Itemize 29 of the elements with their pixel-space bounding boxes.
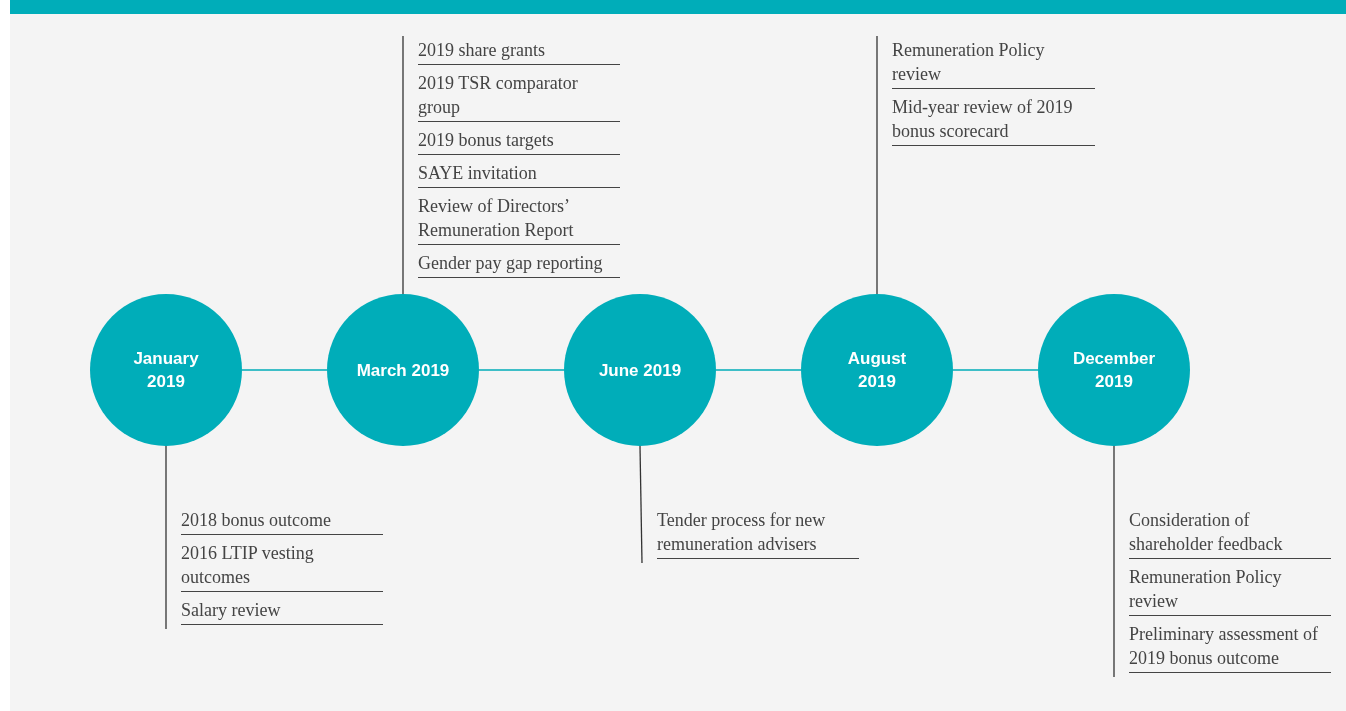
activity-item: Remuneration Policy review xyxy=(892,36,1095,89)
activity-item: SAYE invitation xyxy=(418,159,620,188)
activity-item: Salary review xyxy=(181,596,383,625)
timeline-line xyxy=(715,369,802,371)
timeline-line xyxy=(241,369,328,371)
activity-item: Consideration of shareholder feedback xyxy=(1129,506,1331,559)
connector-line xyxy=(165,445,167,630)
timeline-line xyxy=(478,369,565,371)
activity-item: 2019 bonus targets xyxy=(418,126,620,155)
connector-line xyxy=(639,445,643,564)
month-label: June 2019 xyxy=(597,359,683,382)
activity-item: Preliminary assessment of 2019 bonus outcome xyxy=(1129,620,1331,673)
activity-item: Review of Directors’ Remuneration Report xyxy=(418,192,620,245)
activity-item: Remuneration Policy review xyxy=(1129,563,1331,616)
activity-item: Gender pay gap reporting xyxy=(418,249,620,278)
connector-line xyxy=(402,35,404,295)
month-label: March 2019 xyxy=(355,359,451,382)
month-label: August 2019 xyxy=(846,348,908,393)
activity-item: 2016 LTIP vesting outcomes xyxy=(181,539,383,592)
activity-item: Tender process for new remuneration advisers xyxy=(657,506,859,559)
activity-item: 2019 share grants xyxy=(418,36,620,65)
connector-line xyxy=(876,35,878,295)
activity-item: 2019 TSR comparator group xyxy=(418,69,620,122)
month-label: December 2019 xyxy=(1071,348,1157,393)
activity-item: 2018 bonus outcome xyxy=(181,506,383,535)
connector-line xyxy=(1113,445,1115,678)
activity-item: Mid-year review of 2019 bonus scorecard xyxy=(892,93,1095,146)
timeline-line xyxy=(952,369,1039,371)
month-label: January 2019 xyxy=(132,348,200,393)
